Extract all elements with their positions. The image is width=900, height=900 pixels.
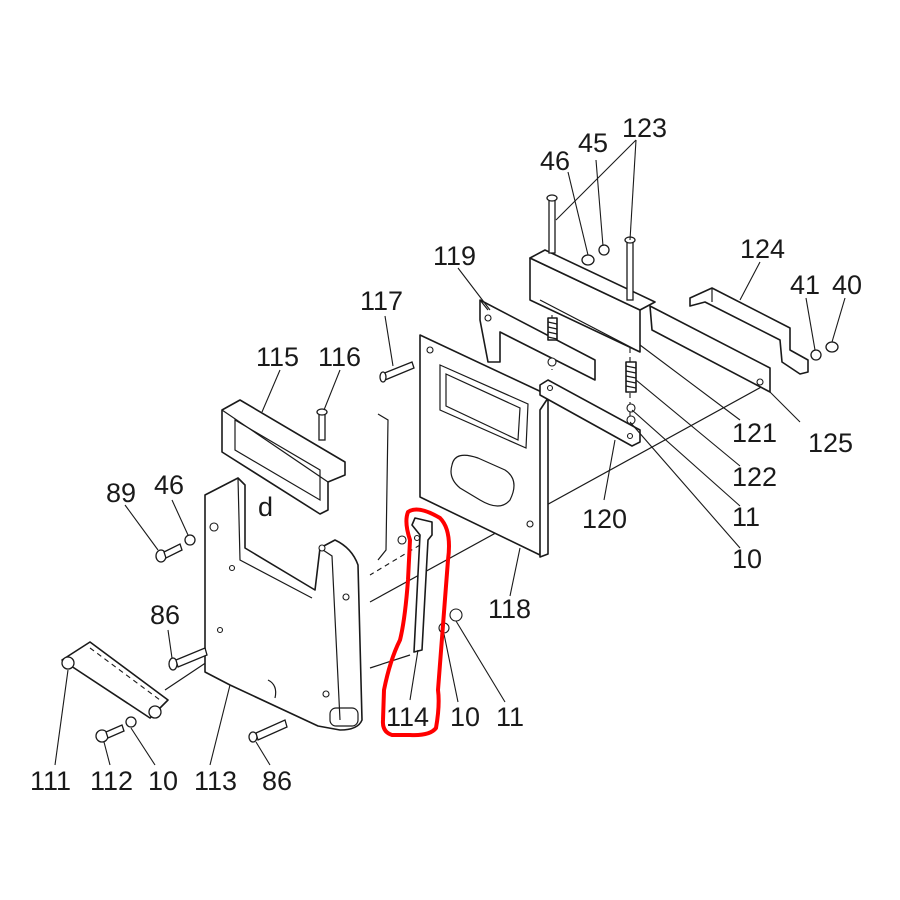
part-119-bracket	[479, 299, 596, 381]
label-116: 116	[318, 342, 361, 372]
label-111: 111	[30, 766, 71, 796]
part-111-hinge	[61, 641, 169, 719]
label-120: 120	[582, 504, 627, 534]
label-117: 117	[360, 286, 403, 316]
label-118: 118	[488, 594, 531, 624]
screws-left	[95, 534, 288, 743]
label-40: 40	[832, 270, 862, 300]
label-11-right: 11	[732, 502, 760, 532]
part-113-frame	[204, 477, 363, 731]
label-121: 121	[732, 418, 777, 448]
label-119: 119	[433, 241, 476, 271]
callout-labels: 123 46 45 119 124 41 40 117 115 116 121 …	[30, 113, 862, 796]
label-125: 125	[808, 428, 853, 458]
label-10-bottom: 10	[148, 766, 178, 796]
label-41: 41	[790, 270, 820, 300]
part-120-bar	[539, 379, 641, 447]
part-114-strip	[377, 413, 463, 653]
label-10-right: 10	[732, 544, 762, 574]
part-124-bracket	[689, 287, 809, 375]
label-11-mid: 11	[496, 702, 524, 732]
springs	[547, 317, 637, 425]
label-122: 122	[732, 462, 777, 492]
label-d: d	[258, 492, 273, 522]
highlight-outline-114	[380, 507, 451, 738]
label-89: 89	[106, 478, 136, 508]
label-124: 124	[740, 234, 785, 264]
part-121-top-bracket	[529, 249, 656, 353]
label-114: 114	[386, 702, 429, 732]
label-46-left: 46	[154, 470, 184, 500]
part-118-plate	[419, 334, 549, 558]
part-115-bracket	[221, 399, 346, 515]
screws-117-116	[316, 361, 415, 441]
label-86-mid: 86	[150, 600, 180, 630]
label-45: 45	[578, 128, 608, 158]
leader-lines	[54, 139, 846, 766]
label-46-top: 46	[540, 146, 570, 176]
label-10-mid: 10	[450, 702, 480, 732]
label-86-bottom: 86	[262, 766, 292, 796]
label-115: 115	[256, 342, 299, 372]
label-112: 112	[90, 766, 133, 796]
label-113: 113	[194, 766, 237, 796]
label-123: 123	[622, 113, 667, 143]
